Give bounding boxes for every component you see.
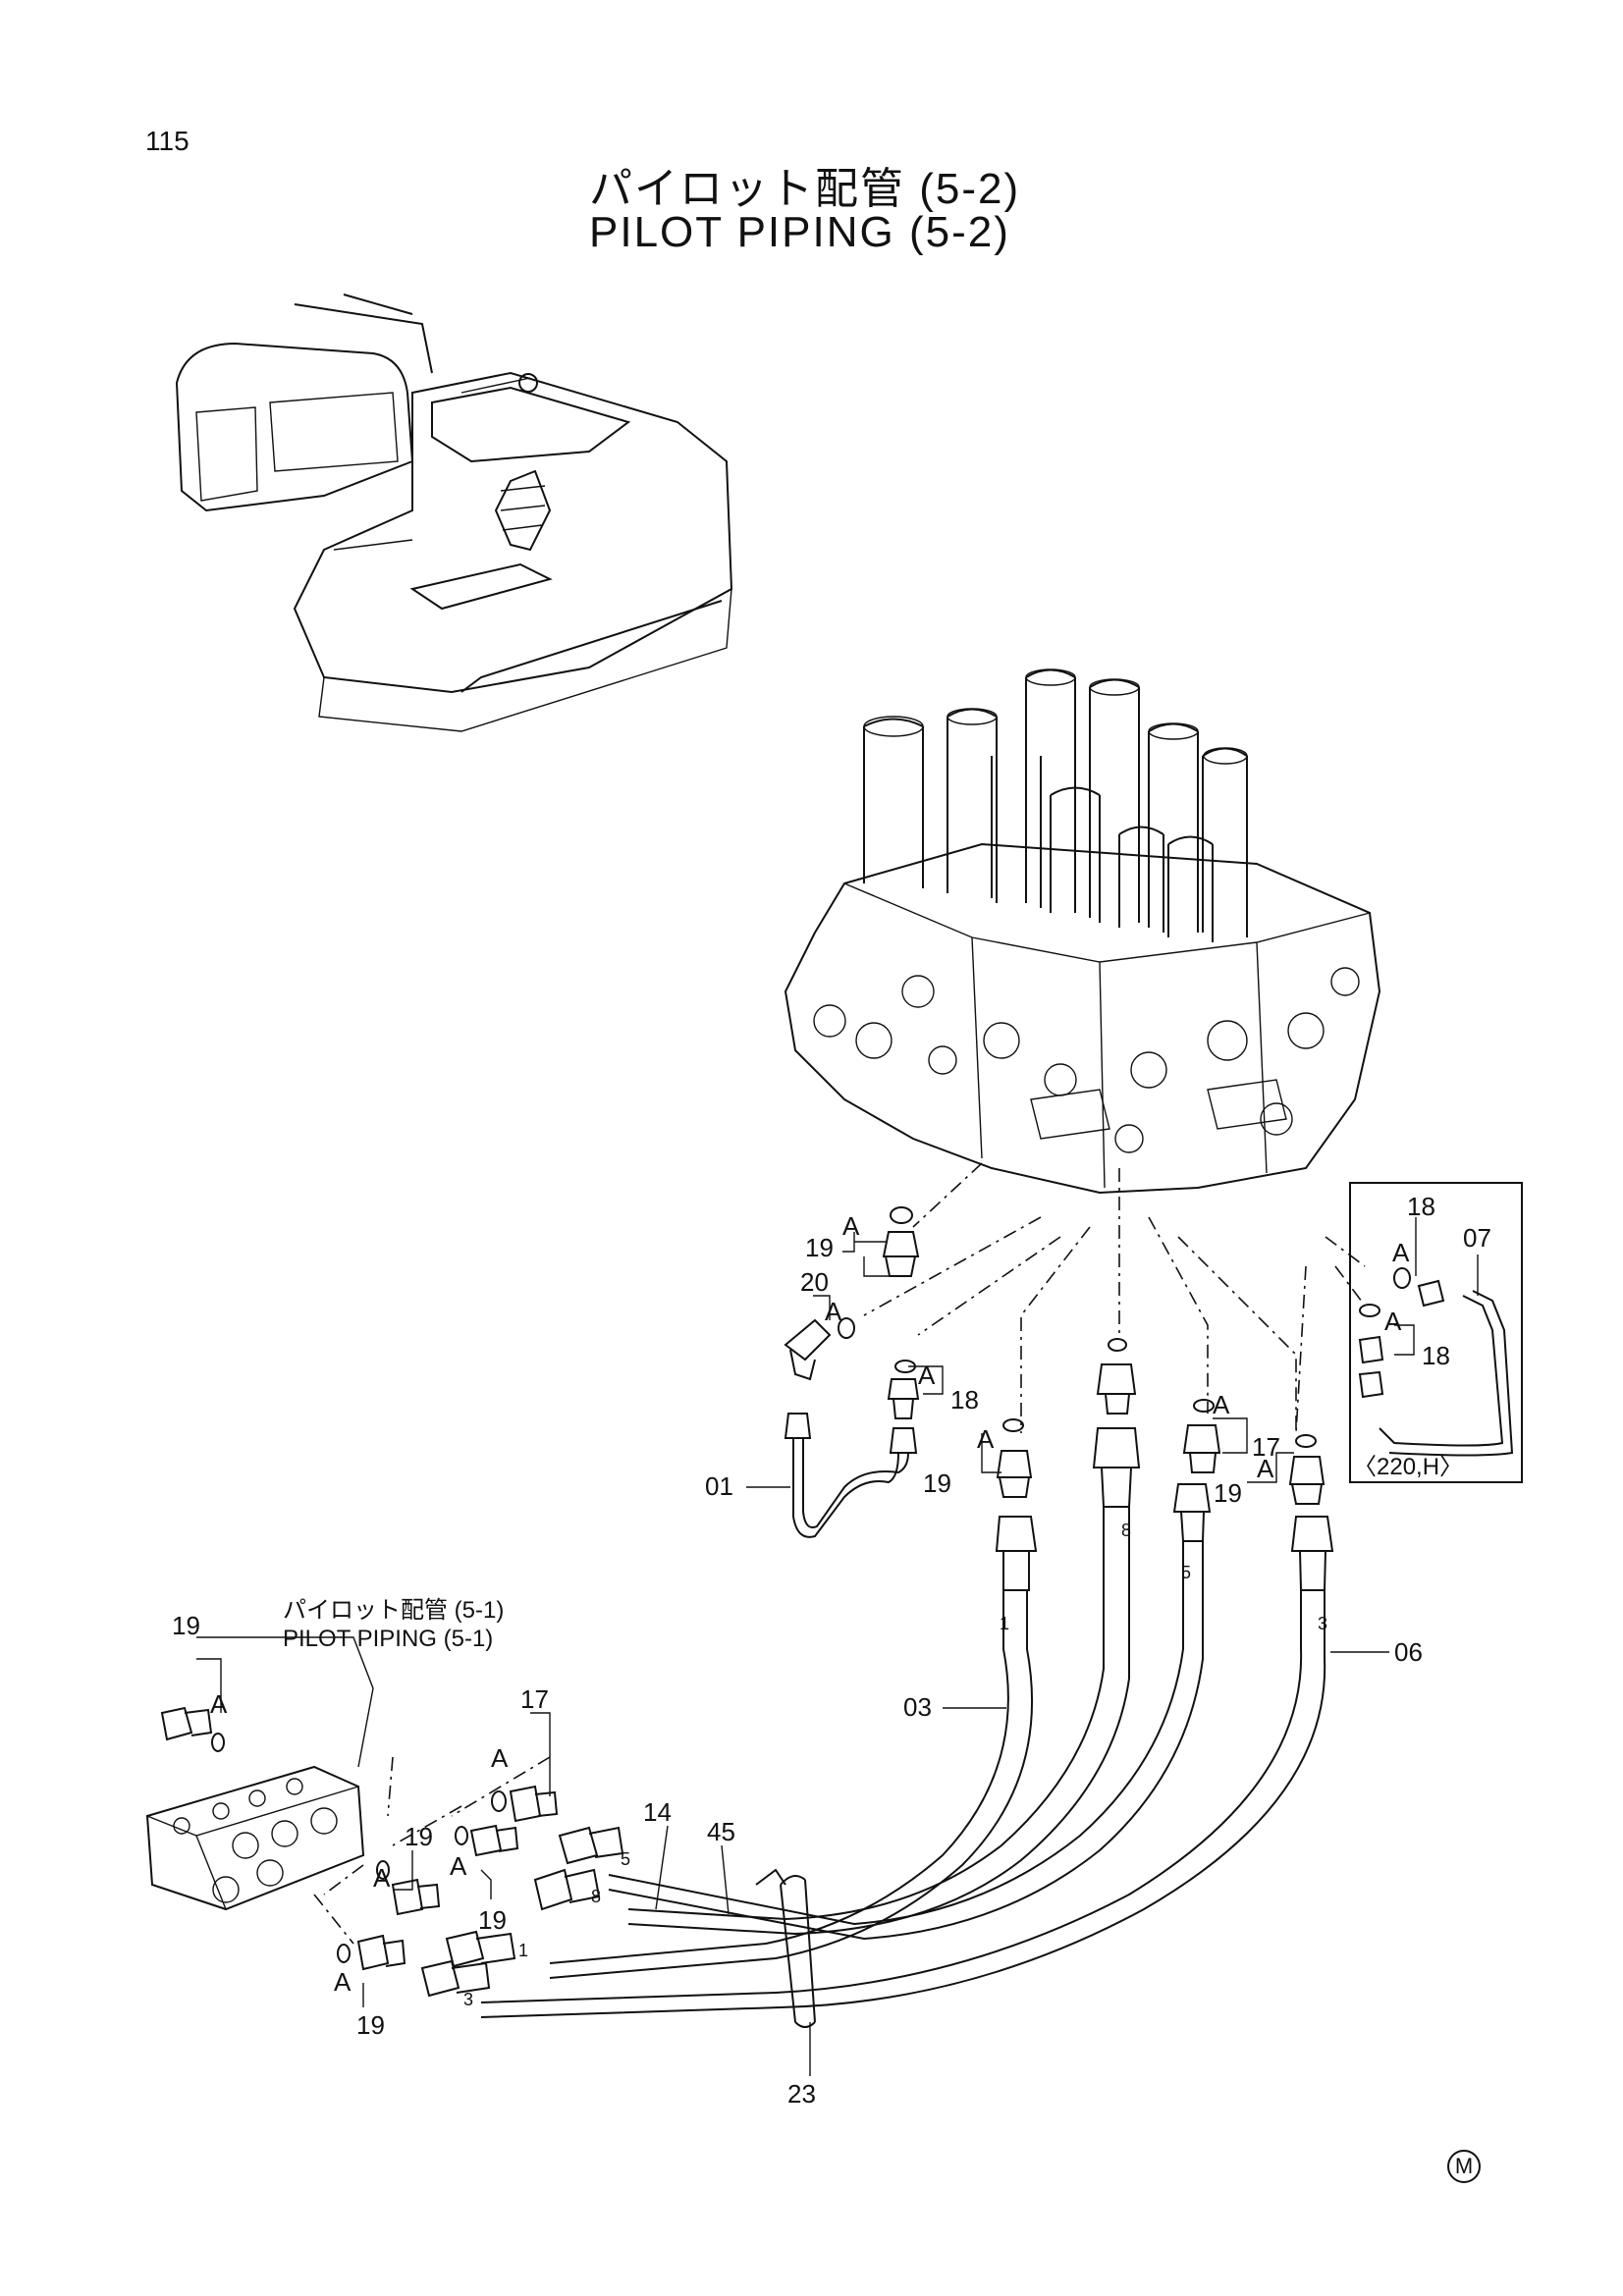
callout-letter-a: A (210, 1689, 228, 1719)
callout-19: 19 (478, 1905, 507, 1935)
assembly-center-lines (313, 1162, 1366, 1945)
callout-letter-a: A (918, 1361, 936, 1390)
callout-06: 06 (1394, 1637, 1423, 1667)
callout-19: 19 (1214, 1478, 1242, 1508)
callout-letter-a: A (842, 1211, 860, 1241)
hose-mark-5: 5 (621, 1849, 630, 1869)
view-marker-circle: M (1447, 2150, 1481, 2183)
valve-side-fittings (784, 1206, 1334, 1591)
hose-mark-3: 3 (463, 1990, 473, 2009)
callout-letter-a: A (334, 1967, 352, 1997)
callout-letter-a: A (977, 1424, 995, 1454)
block-side-fittings (160, 1706, 624, 1998)
callout-23: 23 (787, 2079, 816, 2109)
callout-19: 19 (923, 1468, 951, 1498)
callout-19: 19 (805, 1233, 834, 1262)
callout-01: 01 (705, 1471, 733, 1501)
callout-18: 18 (950, 1385, 979, 1415)
callout-20: 20 (800, 1267, 829, 1297)
callout-letter-a: A (491, 1743, 509, 1773)
variant-note: 〈220,H〉 (1353, 1454, 1464, 1480)
callout-18: 18 (1407, 1192, 1435, 1221)
callout-letter-a: A (1213, 1390, 1230, 1419)
hose-mark-8: 8 (591, 1887, 601, 1906)
variant-inset (1349, 1182, 1523, 1483)
callout-07: 07 (1463, 1223, 1491, 1253)
leader-lines (196, 1217, 1479, 2076)
callout-letter-a: A (373, 1863, 391, 1893)
callout-45: 45 (707, 1817, 735, 1846)
hose-mark-1: 1 (1000, 1614, 1009, 1633)
callout-letter-a: A (1257, 1454, 1274, 1483)
reference-title-english: PILOT PIPING (5-1) (283, 1626, 494, 1652)
callout-letter-a: A (1384, 1307, 1402, 1336)
control-valve (784, 668, 1381, 1195)
excavator-location-icon (175, 294, 733, 732)
callout-19: 19 (405, 1822, 433, 1851)
reference-title-japanese: パイロット配管 (5-1) (283, 1597, 505, 1624)
callout-letter-a: A (450, 1851, 467, 1881)
hose-mark-5: 5 (1181, 1563, 1191, 1582)
part-callouts: 19 A 20 A A 18 A 19 01 A 17 A 19 03 06 1… (172, 1192, 1491, 2109)
hose-marks: 1 8 5 3 5 8 1 3 (463, 1521, 1327, 2009)
page-title-english: PILOT PIPING (5-2) (589, 208, 1010, 256)
callout-17: 17 (1252, 1432, 1280, 1462)
hose-01 (792, 1438, 909, 1538)
callout-17: 17 (520, 1684, 549, 1714)
hose-mark-8: 8 (1121, 1521, 1131, 1540)
hose-mark-1: 1 (518, 1941, 528, 1960)
hose-mark-3: 3 (1318, 1614, 1327, 1633)
callout-14: 14 (643, 1797, 672, 1827)
callout-letter-a: A (825, 1297, 842, 1326)
callout-19: 19 (356, 2010, 385, 2040)
callout-18: 18 (1422, 1341, 1450, 1370)
callout-19: 19 (172, 1611, 200, 1640)
page-title-japanese: パイロット配管 (5-2) (589, 165, 1021, 213)
callout-letter-a: A (1392, 1238, 1410, 1267)
page-number: 115 (145, 126, 189, 156)
callout-03: 03 (903, 1692, 932, 1722)
long-hoses (480, 1507, 1326, 2028)
pilot-valve-block (145, 1765, 365, 1911)
